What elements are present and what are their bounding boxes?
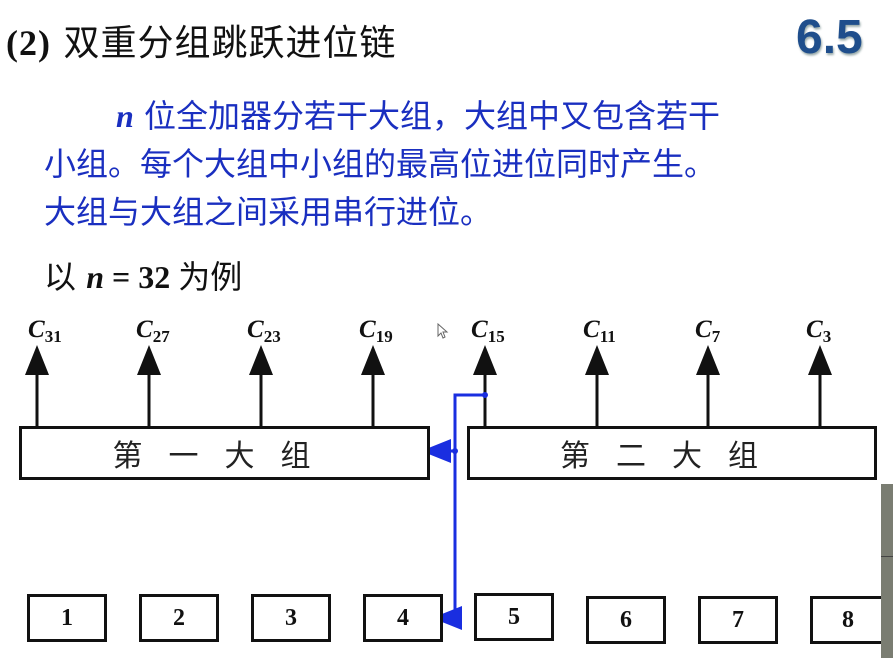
title-prefix: (2) <box>6 23 51 63</box>
paragraph-line-1: n 位全加器分若干大组，大组中又包含若干 <box>44 92 844 140</box>
section-number: 6.5 <box>796 11 863 64</box>
paragraph-line-3: 大组与大组之间采用串行进位。 <box>44 193 493 231</box>
small-group-5: 5 <box>474 593 554 641</box>
slide-title: (2) 双重分组跳跃进位链 <box>6 14 396 66</box>
small-group-4: 4 <box>363 594 443 642</box>
carry-label-c23: C23 <box>247 316 281 346</box>
carry-label-c19: C19 <box>359 316 393 346</box>
paragraph-line-2: 小组。每个大组中小组的最高位进位同时产生。 <box>44 145 717 183</box>
variable-n: n <box>116 98 134 134</box>
example-variable: n <box>86 259 104 295</box>
small-group-7: 7 <box>698 596 778 644</box>
serial-carry-wire <box>421 393 485 630</box>
carry-label-c11: C11 <box>583 316 616 346</box>
example-heading: 以 n = 32 为例 <box>44 252 242 298</box>
small-group-6: 6 <box>586 596 666 644</box>
carry-label-c27: C27 <box>136 316 170 346</box>
paragraph-line-1-text: 位全加器分若干大组，大组中又包含若干 <box>133 97 720 135</box>
small-group-3: 3 <box>251 594 331 642</box>
mouse-cursor-icon <box>437 322 449 343</box>
carry-label-c3: C3 <box>806 316 832 346</box>
example-equation: = 32 <box>103 259 179 295</box>
side-panel-strip[interactable] <box>881 484 893 658</box>
carry-label-c31: C31 <box>28 316 62 346</box>
example-suffix: 为例 <box>178 258 243 296</box>
small-group-1: 1 <box>27 594 107 642</box>
carry-label-c15: C15 <box>471 316 505 346</box>
big-group-1: 第一大组 <box>19 426 430 480</box>
example-prefix: 以 <box>44 258 87 296</box>
title-text: 双重分组跳跃进位链 <box>63 23 397 64</box>
big-group-2: 第二大组 <box>467 426 877 480</box>
description-paragraph: n 位全加器分若干大组，大组中又包含若干 小组。每个大组中小组的最高位进位同时产… <box>44 92 844 236</box>
small-group-2: 2 <box>139 594 219 642</box>
small-group-8: 8 <box>810 596 886 644</box>
carry-label-c7: C7 <box>695 316 721 346</box>
